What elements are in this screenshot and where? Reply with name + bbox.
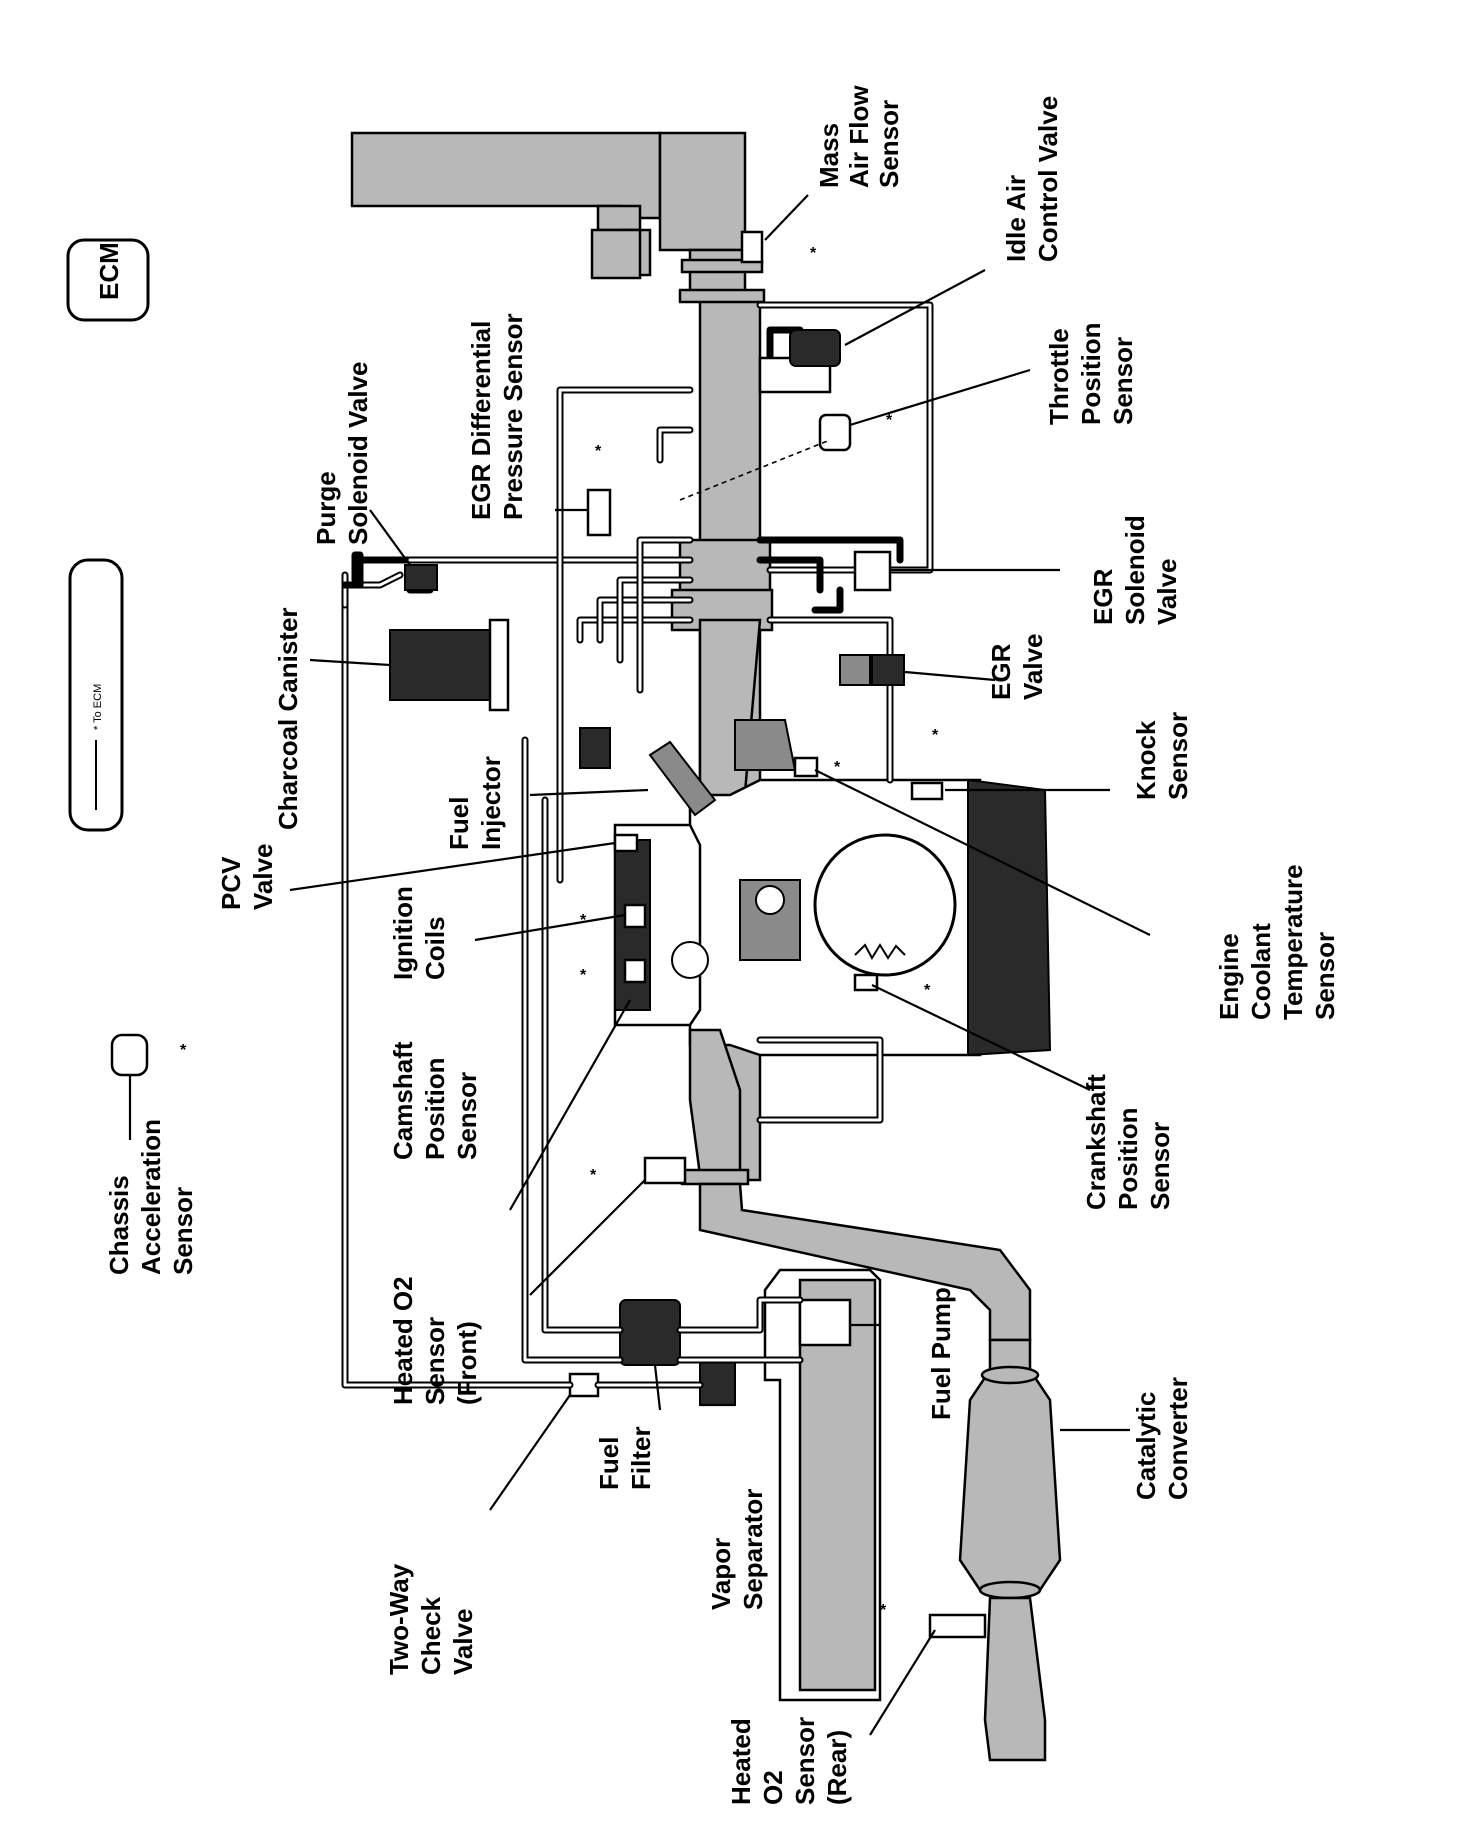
vapor-separator-body xyxy=(699,1359,736,1406)
two-way-check-valve-body xyxy=(568,1372,600,1398)
idle-air-control-valve-body xyxy=(758,329,841,394)
fuel-injector-body xyxy=(579,727,717,817)
asterisk-coil-2: * xyxy=(580,967,587,984)
pcv-valve-body xyxy=(613,833,639,853)
label-purge-solenoid-valve: Purge Solenoid Valve xyxy=(311,361,373,545)
asterisk-o2-front: * xyxy=(590,1167,597,1184)
component-labels: Mass Air Flow Sensor Idle Air Control Va… xyxy=(104,78,1340,1805)
asterisk-egr-dps: * xyxy=(595,443,602,460)
air-cleaner xyxy=(350,131,747,280)
label-mass-air-flow-sensor: Mass Air Flow Sensor xyxy=(814,78,904,188)
knock-sensor-body xyxy=(910,781,944,801)
chassis-accel-sensor-body xyxy=(110,1033,149,1077)
legend-to-ecm: * To ECM xyxy=(68,558,124,832)
exhaust-pipe xyxy=(680,1028,1032,1372)
engine-coolant-temp-sensor-body xyxy=(793,756,819,778)
legend-to-ecm-text: * To ECM xyxy=(92,684,104,730)
charcoal-canister-body xyxy=(389,618,510,712)
fuel-pump-body xyxy=(798,1298,852,1347)
egr-diff-pressure-sensor-body xyxy=(586,488,612,537)
label-engine-coolant-temperature-sensor: Engine Coolant Temperature Sensor xyxy=(1214,857,1340,1020)
heated-o2-rear-body xyxy=(928,1613,987,1639)
label-egr-valve: EGR Valve xyxy=(986,633,1048,700)
throttle-position-sensor-body xyxy=(818,413,852,452)
label-crankshaft-position-sensor: Crankshaft Position Sensor xyxy=(1081,1067,1175,1210)
catalytic-converter-body xyxy=(958,1365,1062,1762)
asterisk-knock: * xyxy=(932,727,939,744)
egr-solenoid-valve-body xyxy=(853,550,892,592)
label-charcoal-canister: Charcoal Canister xyxy=(273,607,303,830)
label-heated-o2-sensor-rear: Heated O2 Sensor (Rear) xyxy=(726,1710,852,1805)
asterisk-chassis: * xyxy=(180,1042,187,1059)
label-chassis-acceleration-sensor: Chassis Acceleration Sensor xyxy=(104,1112,198,1275)
label-egr-solenoid-valve: EGR Solenoid Valve xyxy=(1088,508,1182,625)
label-heated-o2-sensor-front: Heated O2 Sensor (Front) xyxy=(388,1269,482,1405)
crankshaft-position-sensor-body xyxy=(853,973,879,992)
asterisk-ckp: * xyxy=(924,982,931,999)
legend-ecm: ECM xyxy=(66,238,150,322)
label-vapor-separator: Vapor Separator xyxy=(706,1489,768,1610)
to-ecm-markers: * * * * * * * * * * * xyxy=(180,245,939,1619)
label-two-way-check-valve: Two-Way Check Valve xyxy=(384,1557,478,1675)
label-fuel-injector: Fuel Injector xyxy=(444,756,506,850)
label-throttle-position-sensor: Throttle Position Sensor xyxy=(1044,315,1138,425)
mass-air-flow-sensor-body xyxy=(740,230,764,264)
fuel-filter-body xyxy=(619,1299,681,1366)
egr-valve-body xyxy=(839,654,905,686)
label-ignition-coils: Ignition Coils xyxy=(388,879,450,980)
label-knock-sensor: Knock Sensor xyxy=(1131,712,1193,800)
vacuum-and-fuel-lines xyxy=(341,301,934,1389)
asterisk-maf: * xyxy=(810,245,817,262)
asterisk-tps: * xyxy=(886,412,893,429)
label-fuel-pump: Fuel Pump xyxy=(926,1287,956,1420)
label-idle-air-control-valve: Idle Air Control Valve xyxy=(1001,96,1063,262)
label-catalytic-converter: Catalytic Converter xyxy=(1131,1377,1193,1500)
fuel-tank xyxy=(763,1268,882,1702)
asterisk-coil-1: * xyxy=(580,912,587,929)
leader-lines xyxy=(128,194,1151,1736)
legend-ecm-text: ECM xyxy=(94,242,124,300)
heated-o2-front-body xyxy=(643,1156,687,1185)
asterisk-ect: * xyxy=(834,759,841,776)
asterisk-o2-rear: * xyxy=(880,1602,887,1619)
label-pcv-valve: PCV Valve xyxy=(216,843,278,910)
label-egr-differential-pressure-sensor: EGR Differential Pressure Sensor xyxy=(466,313,528,520)
purge-solenoid-valve-body xyxy=(404,564,438,591)
label-camshaft-position-sensor: Camshaft Position Sensor xyxy=(388,1034,482,1160)
label-fuel-filter: Fuel Filter xyxy=(594,1426,656,1490)
